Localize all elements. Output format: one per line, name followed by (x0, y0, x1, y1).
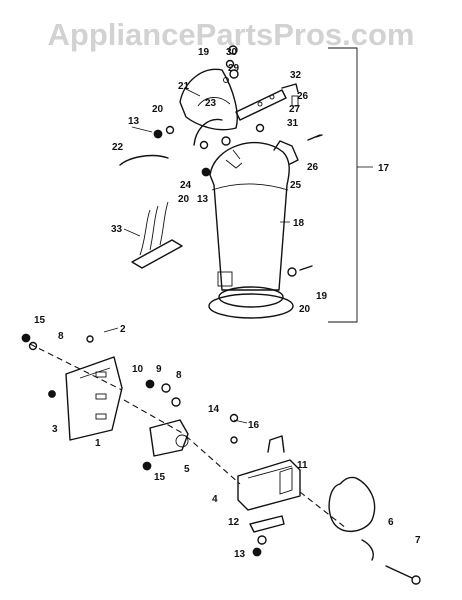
callout-8-left: 8 (58, 331, 64, 342)
callout-17: 17 (378, 163, 390, 174)
callout-27: 27 (289, 104, 301, 115)
callout-5: 5 (184, 464, 190, 475)
callout-22: 22 (112, 142, 124, 153)
callout-23: 23 (205, 98, 217, 109)
cable-part-22 (119, 154, 169, 166)
lower-hardware (21, 333, 267, 557)
callout-29: 29 (228, 63, 240, 74)
callout-14: 14 (208, 404, 220, 415)
assembly-dash-lines (29, 343, 347, 529)
callout-15-left: 15 (34, 315, 46, 326)
chute-part-18 (208, 142, 294, 319)
callout-7: 7 (415, 535, 421, 546)
callout-33: 33 (111, 224, 123, 235)
rod-part-7 (385, 565, 421, 585)
callout-20-upper: 20 (152, 104, 164, 115)
callout-6: 6 (388, 517, 394, 528)
callout-32: 32 (290, 70, 302, 81)
callout-labels: 19 30 29 32 21 26 23 27 20 13 31 22 26 1… (34, 47, 421, 560)
mount-bracket-part-1 (65, 356, 123, 441)
callout-20-middle: 20 (178, 194, 190, 205)
deflector-part-21 (179, 68, 238, 131)
assembly-17-bracket (328, 47, 373, 323)
upper-hardware (153, 45, 323, 277)
cable-loop-part-6 (328, 476, 376, 532)
callout-8-right: 8 (176, 370, 182, 381)
grip-part-6 (361, 539, 374, 561)
sleeve-part-4 (237, 459, 301, 511)
callout-18: 18 (293, 218, 305, 229)
callout-4: 4 (212, 494, 218, 505)
callout-3: 3 (52, 424, 58, 435)
callout-16: 16 (248, 420, 260, 431)
callout-30: 30 (226, 47, 238, 58)
callout-1: 1 (95, 438, 101, 449)
callout-leaders (103, 87, 290, 424)
spring-part-23 (193, 118, 223, 146)
callout-11: 11 (297, 460, 308, 471)
callout-10: 10 (132, 364, 144, 375)
callout-21: 21 (178, 81, 190, 92)
callout-2: 2 (120, 324, 126, 335)
callout-20-lower: 20 (299, 304, 311, 315)
bracket-part-27 (235, 89, 287, 121)
plate-part-12 (249, 515, 285, 533)
u-bolt-part-11 (267, 435, 285, 453)
pivot-block-part-5 (149, 419, 189, 457)
callout-19-lower: 19 (316, 291, 328, 302)
callout-13-lower: 13 (234, 549, 246, 560)
callout-26-upper: 26 (297, 91, 309, 102)
callout-9: 9 (156, 364, 162, 375)
wire-harness-part-33 (131, 201, 183, 269)
callout-12: 12 (228, 517, 240, 528)
callout-26-lower: 26 (307, 162, 319, 173)
callout-24: 24 (180, 180, 192, 191)
hinge-part-25 (273, 140, 299, 165)
callout-15-right: 15 (154, 472, 166, 483)
callout-13-middle: 13 (197, 194, 209, 205)
callout-31: 31 (287, 118, 299, 129)
callout-25: 25 (290, 180, 302, 191)
latch-part-26-top (281, 83, 299, 93)
callout-13-upper: 13 (128, 116, 140, 127)
callout-19-upper: 19 (198, 47, 210, 58)
